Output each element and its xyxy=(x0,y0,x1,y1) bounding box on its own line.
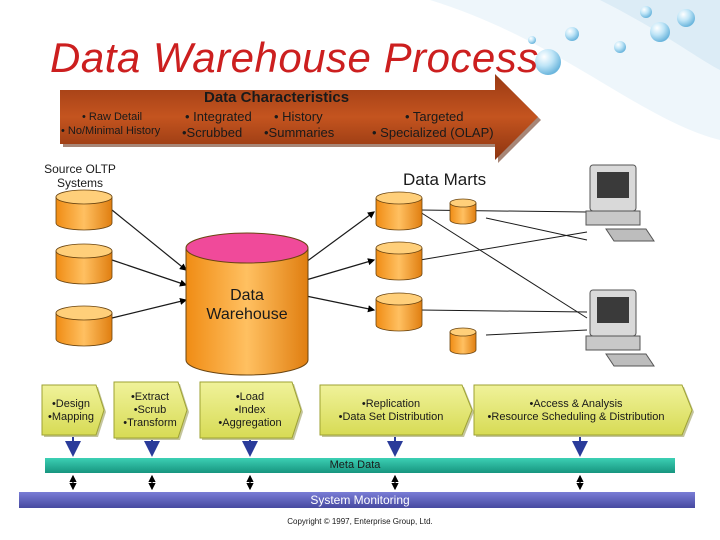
data-mart-cylinder xyxy=(375,191,423,231)
characteristic-integrated: • Integrated xyxy=(185,109,252,124)
droplet-decoration xyxy=(528,6,695,75)
background-swoosh xyxy=(430,0,720,140)
system-monitoring-label: System Monitoring xyxy=(310,493,410,507)
system-monitoring-bar xyxy=(19,492,695,508)
characteristic-raw-detail: • Raw Detail xyxy=(82,111,143,123)
step-chevron-4 xyxy=(319,384,474,437)
characteristics-heading: Data Characteristics xyxy=(204,89,350,106)
copyright-notice: Copyright © 1997, Enterprise Group, Ltd. xyxy=(287,517,433,526)
step-design-mapping: •Design •Mapping xyxy=(47,398,95,424)
source-system-cylinder xyxy=(55,189,113,231)
source-systems-label: Source OLTP Systems xyxy=(44,162,116,191)
data-mart-cylinder-small xyxy=(449,327,477,355)
characteristic-specialized: • Specialized (OLAP) xyxy=(372,125,494,140)
characteristic-scrubbed: •Scrubbed xyxy=(182,125,243,140)
characteristic-history: • History xyxy=(274,109,323,124)
step-load-index-aggregation: •Load •Index •Aggregation xyxy=(218,391,282,430)
meta-data-bar xyxy=(45,458,675,473)
characteristic-summaries: •Summaries xyxy=(264,125,335,140)
step-extract-scrub-transform: •Extract •Scrub •Transform xyxy=(123,391,177,430)
data-warehouse-label: Data Warehouse xyxy=(206,287,288,324)
step-chevron-3 xyxy=(199,381,303,440)
data-warehouse-cylinder xyxy=(185,232,309,376)
step-replication-distribution: •Replication •Data Set Distribution xyxy=(338,398,444,424)
page-title: Data Warehouse Process xyxy=(50,34,539,81)
step-to-meta-arrows xyxy=(65,437,588,457)
step-chevron-2 xyxy=(113,381,189,440)
step-chevron-5 xyxy=(473,384,694,437)
warehouse-to-marts-lines xyxy=(305,211,376,313)
characteristic-minimal-history: • No/Minimal History xyxy=(61,125,161,137)
data-mart-cylinder xyxy=(375,292,423,332)
source-to-warehouse-lines xyxy=(111,209,188,319)
source-system-cylinder xyxy=(55,305,113,347)
step-chevron-1 xyxy=(41,384,106,437)
source-system-cylinder xyxy=(55,243,113,285)
meta-to-monitoring-arrows xyxy=(69,474,584,491)
data-mart-cylinder xyxy=(375,241,423,281)
meta-data-label: Meta Data xyxy=(329,459,381,471)
data-marts-label: Data Marts xyxy=(403,170,487,189)
step-access-analysis: •Access & Analysis •Resource Scheduling … xyxy=(487,398,665,424)
characteristics-arrow xyxy=(60,74,541,163)
marts-to-workstation-lines xyxy=(419,209,588,336)
workstation-computer-icon xyxy=(585,289,655,367)
workstation-computer-icon xyxy=(585,164,655,242)
data-mart-cylinder-small xyxy=(449,198,477,225)
characteristic-targeted: • Targeted xyxy=(405,109,464,124)
